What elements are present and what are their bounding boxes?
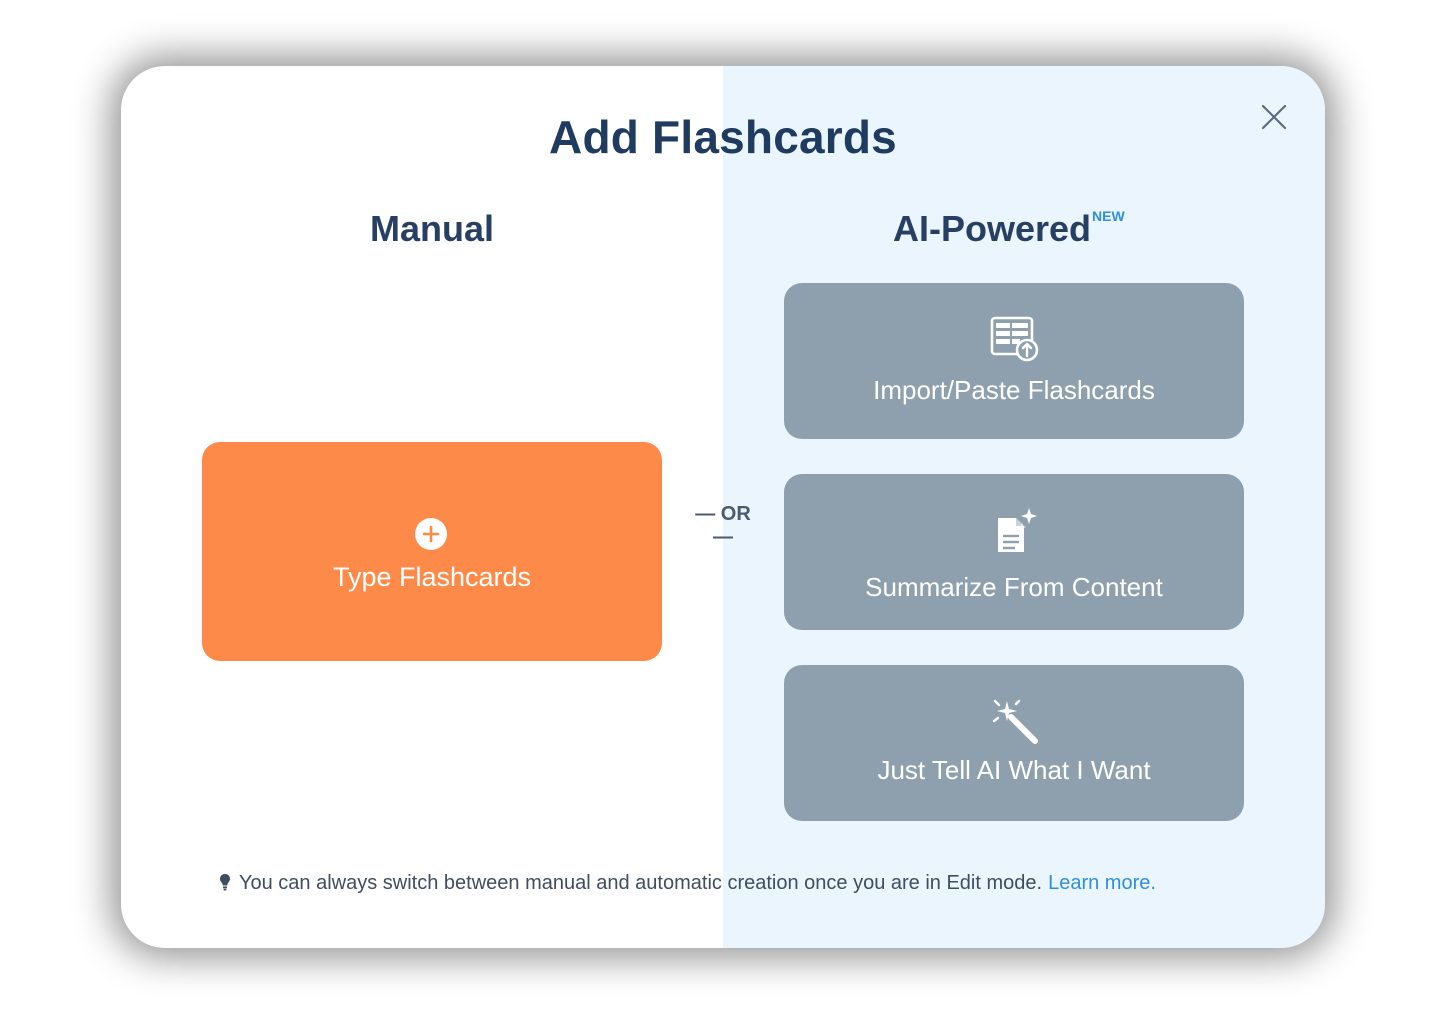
close-icon	[1261, 104, 1287, 130]
plus-circle-icon	[415, 518, 447, 550]
new-badge: NEW	[1092, 208, 1125, 224]
import-paste-label: Import/Paste Flashcards	[873, 375, 1155, 405]
just-tell-ai-label: Just Tell AI What I Want	[877, 755, 1151, 785]
close-button[interactable]	[1259, 102, 1289, 132]
learn-more-link[interactable]: Learn more.	[1048, 872, 1156, 894]
magic-wand-icon	[992, 699, 1038, 744]
import-table-icon	[990, 316, 1039, 362]
add-flashcards-dialog: Add Flashcards Manual AI-Powered NEW Typ…	[121, 66, 1325, 948]
summarize-label: Summarize From Content	[865, 572, 1163, 602]
dialog-title: Add Flashcards	[549, 111, 897, 163]
summarize-from-content-button[interactable]: Summarize From Content	[784, 474, 1244, 630]
ai-heading: AI-Powered	[893, 208, 1092, 249]
footer-tip: You can always switch between manual and…	[219, 872, 1156, 895]
import-paste-flashcards-button[interactable]: Import/Paste Flashcards	[784, 283, 1244, 439]
footer-text: You can always switch between manual and…	[239, 872, 1043, 894]
document-sparkle-icon	[998, 508, 1037, 552]
just-tell-ai-button[interactable]: Just Tell AI What I Want	[784, 665, 1244, 821]
type-flashcards-label: Type Flashcards	[332, 562, 532, 592]
or-separator: — OR —	[695, 503, 751, 548]
type-flashcards-button[interactable]: Type Flashcards	[202, 442, 662, 661]
lightbulb-icon	[220, 874, 230, 891]
manual-heading: Manual	[369, 208, 494, 249]
